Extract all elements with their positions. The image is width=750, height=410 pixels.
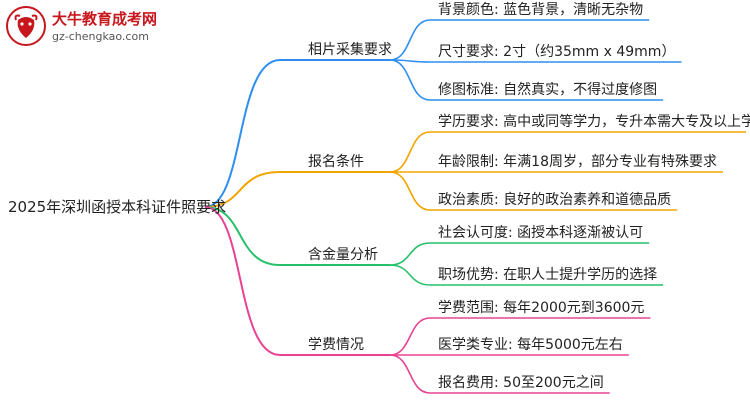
watermark-logo: 大牛教育成考网 gz-chengkao.com bbox=[6, 6, 166, 52]
leaf-node: 社会认可度: 函授本科逐渐被认可 bbox=[438, 225, 643, 241]
leaf-node: 报名费用: 50至200元之间 bbox=[438, 375, 604, 391]
bull-head-logo-icon bbox=[6, 6, 46, 46]
edge-branch-to-leaf bbox=[389, 19, 431, 61]
root-node: 2025年深圳函授本科证件照要求 bbox=[8, 198, 226, 216]
leaf-node: 职场优势: 在职人士提升学历的选择 bbox=[438, 267, 657, 283]
branch-node: 报名条件 bbox=[308, 153, 364, 170]
leaf-node: 背景颜色: 蓝色背景，清晰无杂物 bbox=[438, 1, 643, 18]
edge-branch-to-leaf bbox=[389, 242, 431, 266]
branch-node: 学费情况 bbox=[308, 337, 364, 353]
watermark-title: 大牛教育成考网 bbox=[52, 10, 158, 28]
edge-branch-to-leaf bbox=[389, 131, 431, 173]
leaf-node: 年龄限制: 年满18周岁，部分专业有特殊要求 bbox=[438, 154, 717, 170]
mindmap-nodes: 2025年深圳函授本科证件照要求 相片采集要求 背景颜色: 蓝色背景，清晰无杂物尺寸… bbox=[8, 1, 750, 391]
edge-root-to-branch bbox=[204, 206, 281, 356]
branch-node: 含金量分析 bbox=[308, 247, 378, 263]
edge-branch-to-leaf bbox=[389, 317, 431, 356]
edge-branch-to-leaf bbox=[389, 59, 431, 101]
edge-root-to-branch bbox=[204, 59, 281, 208]
edge-branch-to-leaf bbox=[389, 264, 431, 286]
watermark-url: gz-chengkao.com bbox=[52, 30, 149, 43]
leaf-node: 修图标准: 自然真实，不得过度修图 bbox=[438, 81, 657, 98]
branch-node: 相片采集要求 bbox=[308, 41, 392, 58]
leaf-node: 学历要求: 高中或同等学力，专升本需大专及以上学历 bbox=[438, 113, 750, 130]
leaf-node: 医学类专业: 每年5000元左右 bbox=[438, 337, 623, 353]
edge-branch-to-leaf bbox=[389, 171, 431, 211]
leaf-node: 政治素质: 良好的政治素养和道德品质 bbox=[438, 192, 671, 208]
edge-branch-to-leaf bbox=[389, 354, 431, 394]
edge-root-to-branch bbox=[204, 206, 281, 266]
edge-root-to-branch bbox=[204, 171, 281, 208]
mindmap-edges bbox=[204, 19, 746, 394]
leaf-node: 学费范围: 每年2000元到3600元 bbox=[438, 299, 644, 316]
leaf-node: 尺寸要求: 2寸（约35mm x 49mm） bbox=[438, 44, 675, 60]
